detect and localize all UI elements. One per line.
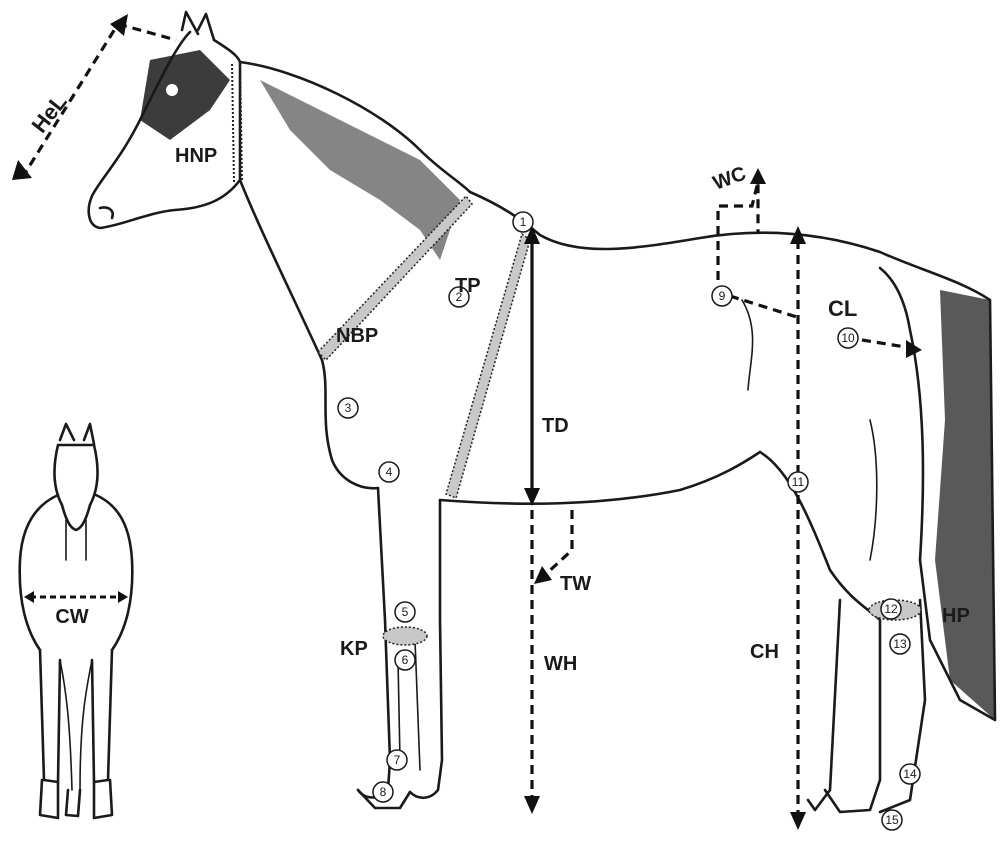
point-14: 14 (900, 764, 920, 784)
cl-label: CL (828, 296, 857, 321)
svg-text:11: 11 (792, 475, 805, 489)
tp-label: TP (455, 275, 481, 297)
measurement-labels: HeL HNP NBP TP TD TW WH WC CL CH HP KP (26, 89, 969, 675)
td-label: TD (542, 415, 569, 437)
wh-label: WH (544, 653, 577, 675)
svg-text:4: 4 (386, 465, 393, 479)
point-6: 6 (395, 650, 415, 670)
point-3: 3 (338, 398, 358, 418)
svg-text:14: 14 (903, 767, 917, 781)
svg-text:13: 13 (893, 637, 907, 651)
svg-text:15: 15 (885, 813, 899, 827)
svg-text:7: 7 (394, 753, 401, 767)
svg-text:5: 5 (402, 605, 409, 619)
svg-text:6: 6 (402, 653, 409, 667)
point-9: 9 (712, 286, 732, 306)
point-4: 4 (379, 462, 399, 482)
point-15: 15 (882, 810, 902, 830)
point-5: 5 (395, 602, 415, 622)
point-1: 1 (513, 212, 533, 232)
point-11: 11 (788, 472, 808, 492)
svg-text:3: 3 (345, 401, 352, 415)
hel-label: HeL (26, 89, 71, 137)
kp-label: KP (340, 638, 368, 660)
hnp-label: HNP (175, 145, 217, 167)
svg-text:9: 9 (719, 289, 726, 303)
wc-label: WC (710, 163, 749, 195)
svg-text:1: 1 (520, 215, 527, 229)
side-view-horse (89, 12, 995, 812)
point-7: 7 (387, 750, 407, 770)
point-10: 10 (838, 328, 858, 348)
nbp-label: NBP (336, 325, 378, 347)
point-12: 12 (881, 599, 901, 619)
point-13: 13 (890, 634, 910, 654)
svg-text:8: 8 (380, 785, 387, 799)
point-8: 8 (373, 782, 393, 802)
svg-text:12: 12 (884, 602, 898, 616)
ch-label: CH (750, 641, 779, 663)
tw-label: TW (560, 573, 591, 595)
hp-label: HP (942, 605, 970, 627)
cw-label: CW (55, 606, 88, 628)
svg-text:10: 10 (841, 331, 855, 345)
